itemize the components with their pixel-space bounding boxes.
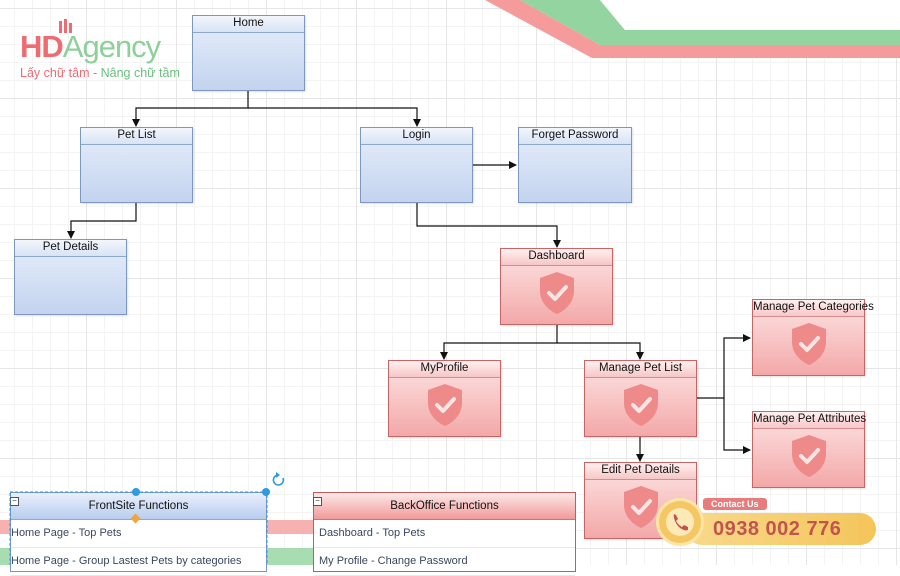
edge-managepetlist-categories	[697, 334, 751, 399]
edge-petlist-petdetails	[67, 203, 137, 239]
node-home[interactable]: Home	[192, 15, 305, 91]
edge-login-dashboard	[416, 203, 561, 248]
panel-frontsite-functions[interactable]: − FrontSite Functions Home Page - Top Pe…	[10, 492, 267, 576]
collapse-icon[interactable]: −	[313, 497, 322, 506]
stripe-top-white	[600, 0, 900, 30]
node-title: Forget Password	[519, 128, 631, 145]
node-title: Manage Pet Attributes	[753, 412, 866, 429]
node-title: Pet List	[81, 128, 192, 145]
tagline-part-a: Lấy chữ tâm	[20, 66, 90, 80]
collapse-icon[interactable]: −	[10, 497, 19, 506]
tagline-separator: -	[89, 66, 101, 80]
logo-mark-icon	[59, 19, 72, 33]
brand-name: HDAgency	[20, 30, 180, 64]
node-title: Manage Pet List	[585, 361, 696, 378]
brand-tagline: Lấy chữ tâm - Nâng chữ tầm	[20, 66, 180, 80]
panel-title: BackOffice Functions	[390, 500, 499, 512]
node-title: MyProfile	[389, 361, 500, 378]
node-title: Home	[193, 16, 304, 33]
shield-check-icon	[623, 384, 658, 426]
node-title: Manage Pet Categories	[753, 300, 874, 317]
shield-check-icon	[539, 272, 574, 314]
node-manage-pet-categories[interactable]: Manage Pet Categories	[752, 299, 874, 376]
panel-header: − BackOffice Functions	[313, 493, 575, 520]
panel-title: FrontSite Functions	[88, 500, 189, 512]
node-login[interactable]: Login	[360, 127, 473, 203]
brand-logo: HDAgency Lấy chữ tâm - Nâng chữ tầm	[20, 19, 180, 80]
resize-handle-top-right[interactable]	[262, 488, 270, 496]
node-pet-details[interactable]: Pet Details	[14, 239, 127, 315]
edge-dashboard-managepetlist	[557, 342, 644, 360]
list-item[interactable]: Home Page - Top Pets	[11, 520, 266, 548]
edge-managepetlist-attributes	[723, 398, 751, 454]
node-title: Pet Details	[15, 240, 126, 257]
tagline-part-b: Nâng chữ tầm	[100, 66, 180, 80]
node-dashboard[interactable]: Dashboard	[500, 248, 613, 325]
brand-hd: HD	[20, 29, 64, 64]
contact-pill[interactable]	[686, 513, 876, 545]
node-forget-password[interactable]: Forget Password	[518, 127, 632, 203]
node-title: Dashboard	[501, 249, 612, 266]
rotate-icon[interactable]	[272, 472, 285, 486]
brand-agency: Agency	[62, 29, 161, 64]
stripe-top-red	[485, 0, 900, 58]
node-pet-list[interactable]: Pet List	[80, 127, 193, 203]
node-edit-pet-details[interactable]: Edit Pet Details	[584, 462, 697, 539]
shield-check-icon	[427, 384, 462, 426]
contact-widget[interactable]: Contact Us 0938 002 776	[656, 496, 878, 554]
phone-icon	[666, 508, 694, 536]
selection-box	[9, 491, 268, 565]
shield-check-icon	[791, 435, 826, 477]
shield-check-icon	[791, 323, 826, 365]
phone-button[interactable]	[656, 498, 704, 546]
edge-home-petlist	[132, 91, 249, 127]
stripe-top-green	[520, 0, 900, 45]
connection-handle[interactable]	[130, 513, 141, 524]
panel-backoffice-functions[interactable]: − BackOffice Functions Dashboard - Top P…	[313, 492, 576, 576]
node-title: Login	[361, 128, 472, 145]
list-item[interactable]: Dashboard - Top Pets	[314, 520, 575, 548]
resize-handle-top[interactable]	[132, 488, 140, 496]
edge-dashboard-myprofile	[440, 325, 558, 360]
list-item[interactable]: My Profile - Change Password	[314, 548, 575, 576]
node-manage-pet-list[interactable]: Manage Pet List	[584, 360, 697, 437]
contact-phone[interactable]: 0938 002 776	[713, 518, 842, 540]
panel-header: − FrontSite Functions	[10, 493, 266, 520]
node-title: Edit Pet Details	[585, 463, 696, 480]
node-my-profile[interactable]: MyProfile	[388, 360, 501, 437]
node-manage-pet-attributes[interactable]: Manage Pet Attributes	[752, 411, 866, 488]
shield-check-icon	[623, 486, 658, 528]
contact-label: Contact Us	[703, 498, 767, 510]
edge-home-login	[248, 107, 421, 127]
